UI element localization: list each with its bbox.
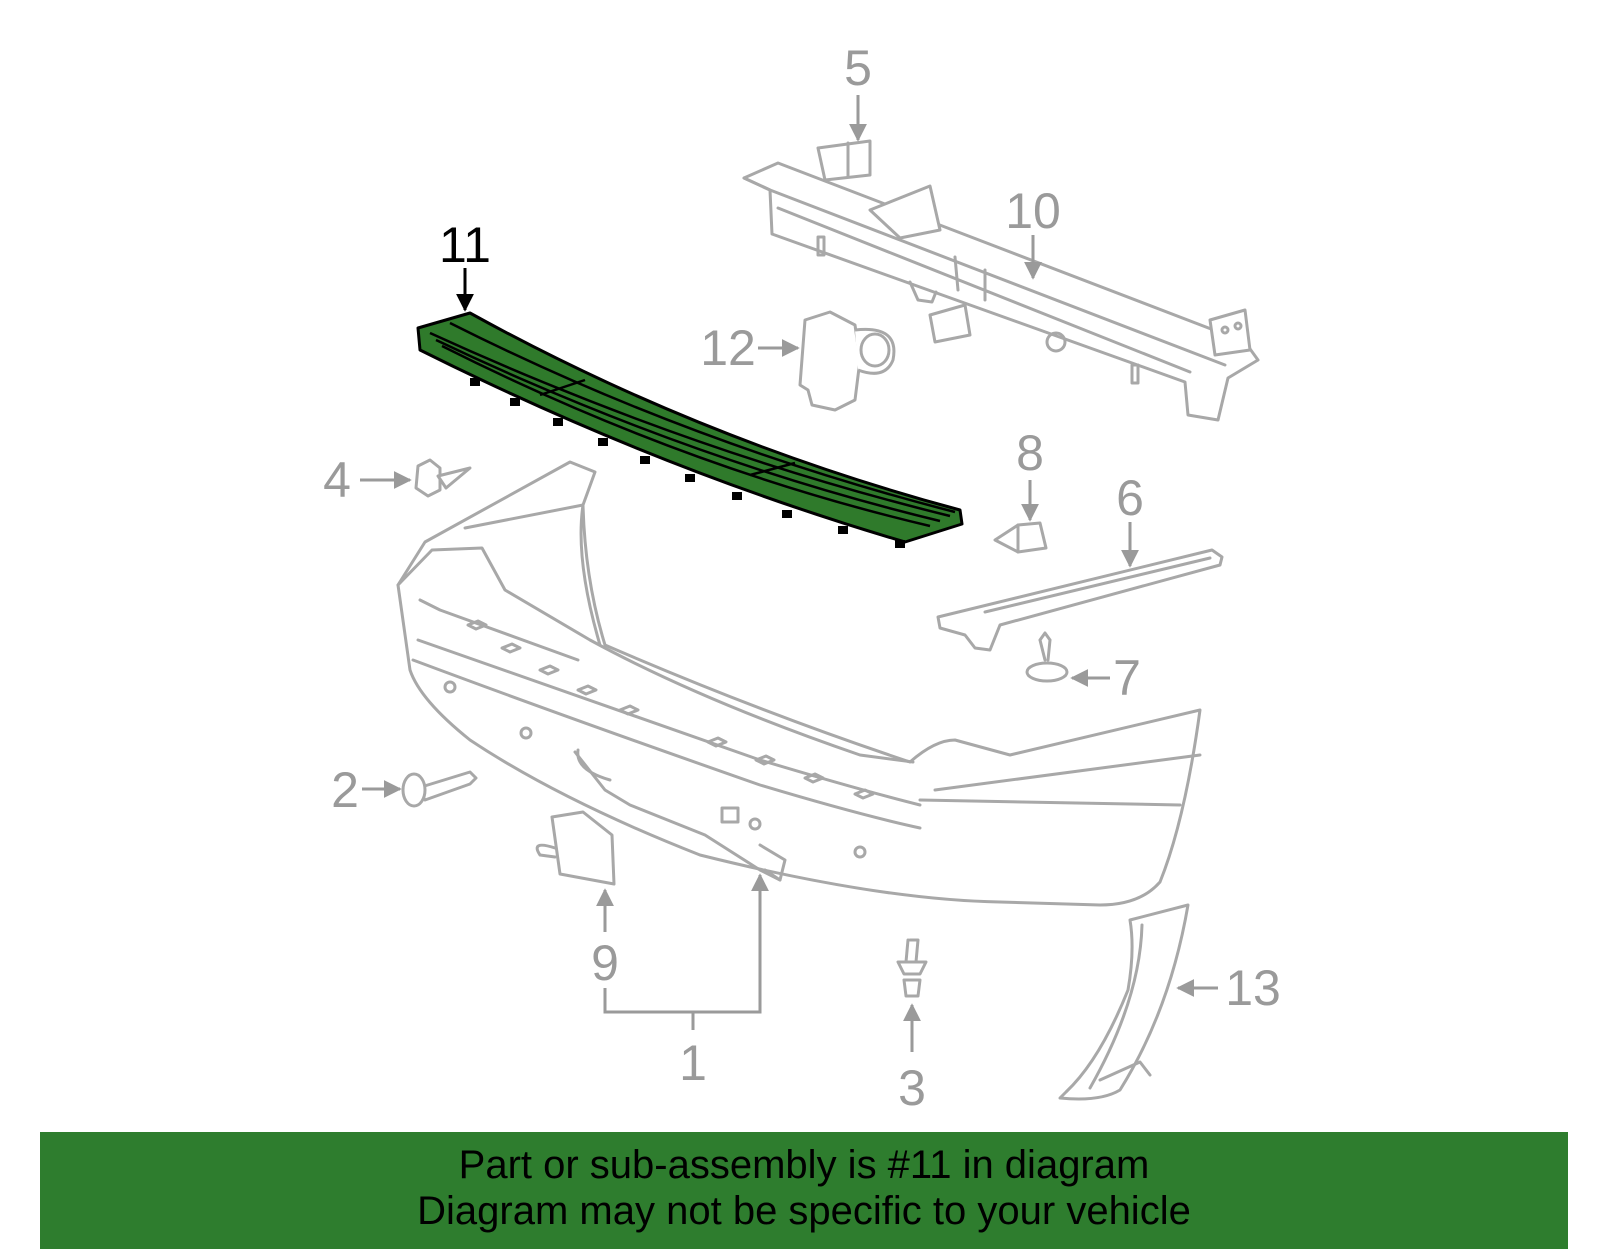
leader-lines: [360, 95, 1218, 1052]
callout-11: 11: [439, 217, 491, 273]
callout-13: 13: [1225, 960, 1281, 1016]
banner-line-disclaimer: Diagram may not be specific to your vehi…: [417, 1189, 1191, 1233]
cover-cap-part-9: [535, 810, 616, 886]
callout-2: 2: [331, 762, 359, 818]
push-pin-part-7: [1025, 631, 1069, 683]
callout-labels: 5 10 11 12 4 8 6 7 2 9 1 3 13: [323, 40, 1281, 1116]
info-banner: Part or sub-assembly is #11 in diagram D…: [40, 1132, 1568, 1249]
push-rivet-part-2: [401, 770, 478, 808]
fastener-part-3: [896, 938, 928, 998]
reinforcement-bar-part: [742, 161, 1260, 422]
callout-12: 12: [700, 320, 756, 376]
callout-7: 7: [1113, 650, 1141, 706]
callout-3: 3: [898, 1060, 926, 1116]
clip-part-8: [993, 521, 1048, 554]
callout-1: 1: [679, 1035, 707, 1091]
callout-6: 6: [1116, 470, 1144, 526]
callout-10: 10: [1005, 183, 1061, 239]
bumper-cover-part-1: [396, 460, 1202, 907]
side-bracket-part-13: [1058, 903, 1190, 1101]
banner-line-part-number: Part or sub-assembly is #11 in diagram: [458, 1143, 1150, 1187]
sensor-part-12: [798, 303, 972, 412]
callout-5: 5: [844, 40, 872, 96]
callout-4: 4: [323, 452, 351, 508]
nut-part-4: [414, 458, 472, 498]
bracket-part-5: [816, 139, 872, 182]
callout-9: 9: [591, 935, 619, 991]
step-pad-part-11: [416, 311, 964, 548]
absorber-part-6: [936, 548, 1224, 652]
callout-8: 8: [1016, 425, 1044, 481]
exploded-bumper-diagram: 5 10 11 12 4 8 6 7 2 9 1 3 13: [323, 40, 1281, 1116]
